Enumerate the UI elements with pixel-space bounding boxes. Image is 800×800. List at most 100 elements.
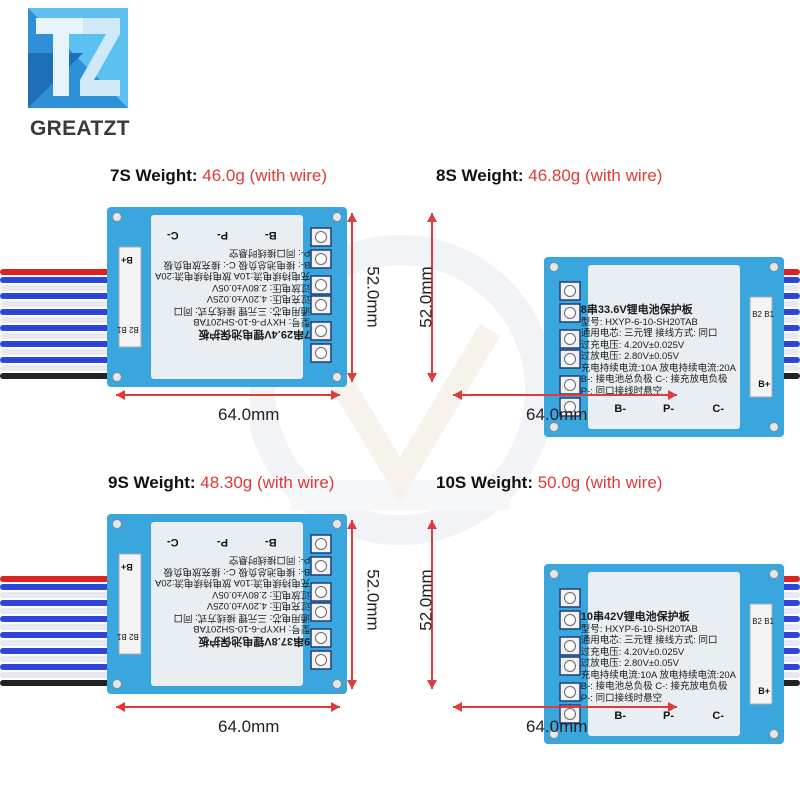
width-label: 64.0mm bbox=[526, 405, 588, 424]
balance-connector bbox=[749, 603, 773, 705]
wire bbox=[0, 608, 118, 614]
terminal-hole bbox=[564, 333, 576, 345]
wire bbox=[0, 293, 118, 299]
wire bbox=[0, 357, 118, 363]
wire bbox=[0, 317, 118, 323]
terminal-hole bbox=[564, 640, 576, 652]
spec-line: 过充电压: 4.20V±0.025V bbox=[206, 600, 311, 612]
spec-line: P-: 同口接线时悬空 bbox=[228, 554, 311, 566]
pad-label-b: B- bbox=[614, 710, 626, 722]
spec-line: 型号: HXYP-6-10-SH20TAB bbox=[193, 623, 311, 635]
spec-line: 通用电芯: 三元锂 接线方式: 同口 bbox=[173, 612, 311, 623]
terminal-hole bbox=[315, 538, 327, 550]
spec-line: 过放电压: 2.80V±0.05V bbox=[580, 351, 679, 362]
width-label: 64.0mm bbox=[218, 717, 280, 736]
spec-line: 型号: HXYP-6-10-SH20TAB bbox=[193, 316, 311, 328]
terminal-hole bbox=[564, 686, 576, 698]
mount-hole bbox=[332, 679, 342, 689]
width-label: 64.0mm bbox=[526, 717, 588, 736]
wire bbox=[0, 341, 118, 347]
spec-line: 型号: HXYP-6-10-SH20TAB bbox=[580, 623, 698, 635]
mount-hole bbox=[769, 262, 779, 272]
spec-label bbox=[151, 215, 303, 379]
wire bbox=[0, 664, 118, 670]
terminal-hole bbox=[564, 401, 576, 413]
connector-label-bplus: B+ bbox=[758, 379, 770, 389]
spec-line: 过放电压: 2.80V±0.05V bbox=[580, 658, 679, 669]
pad-label-p: P- bbox=[663, 403, 674, 415]
spec-line: 充电持续电流:10A 放电持续电流:20A bbox=[155, 577, 311, 589]
wire bbox=[0, 285, 118, 291]
spec-line: 过充电压: 4.20V±0.025V bbox=[580, 646, 685, 658]
mount-hole bbox=[112, 372, 122, 382]
wire bbox=[0, 373, 118, 379]
terminal-hole bbox=[315, 654, 327, 666]
pad-label-b: B- bbox=[614, 403, 626, 415]
pcb bbox=[107, 514, 347, 694]
wire bbox=[0, 656, 118, 662]
terminal-hole bbox=[315, 253, 327, 265]
terminal-hole bbox=[564, 353, 576, 365]
pad-label-c: C- bbox=[712, 710, 724, 722]
spec-line: 过放电压: 2.80V±0.05V bbox=[212, 282, 311, 293]
width-label: 64.0mm bbox=[218, 405, 280, 424]
wire bbox=[0, 672, 118, 678]
weight-label: 8S Weight: bbox=[436, 166, 524, 185]
greatzt-logo-icon bbox=[28, 8, 128, 108]
spec-line: B-: 接电池总负极 C-: 接充放电负极 bbox=[580, 681, 728, 692]
variant-title: 7S Weight: 46.0g (with wire) bbox=[110, 166, 327, 186]
wire bbox=[0, 624, 118, 630]
terminal-hole bbox=[564, 592, 576, 604]
terminal-hole bbox=[315, 325, 327, 337]
pcb bbox=[107, 207, 347, 387]
spec-line: B-: 接电池总负极 C-: 接充放电负极 bbox=[580, 374, 728, 385]
terminal-hole bbox=[564, 660, 576, 672]
mount-hole bbox=[332, 212, 342, 222]
spec-line: B-: 接电池总负极 C-: 接充放电负极 bbox=[163, 259, 311, 270]
pad-label-c: C- bbox=[167, 536, 179, 548]
wire bbox=[0, 584, 118, 590]
pcb bbox=[544, 257, 784, 437]
terminal-hole bbox=[315, 586, 327, 598]
pad-label-p: P- bbox=[217, 536, 228, 548]
weight-label: 10S Weight: bbox=[436, 473, 533, 492]
spec-line: 通用电芯: 三元锂 接线方式: 同口 bbox=[173, 305, 311, 316]
height-label: 52.0mm bbox=[416, 569, 436, 631]
height-label: 52.0mm bbox=[363, 266, 383, 328]
weight-value: 46.0g (with wire) bbox=[202, 166, 327, 185]
terminal-hole bbox=[315, 299, 327, 311]
spec-line: 充电持续电流:10A 放电持续电流:20A bbox=[155, 270, 311, 282]
terminal-hole bbox=[315, 279, 327, 291]
wire bbox=[0, 333, 118, 339]
pad-label-c: C- bbox=[167, 229, 179, 241]
balance-connector bbox=[118, 246, 142, 348]
pad-label-c: C- bbox=[712, 403, 724, 415]
spec-label bbox=[588, 265, 740, 429]
spec-label bbox=[151, 522, 303, 686]
terminal-hole bbox=[315, 231, 327, 243]
weight-value: 50.0g (with wire) bbox=[537, 473, 663, 492]
wire bbox=[0, 301, 118, 307]
mount-hole bbox=[332, 372, 342, 382]
wire bbox=[0, 680, 118, 686]
terminal-hole bbox=[315, 347, 327, 359]
pad-label-b: B- bbox=[265, 229, 277, 241]
connector-label-bplus: B+ bbox=[758, 686, 770, 696]
wire bbox=[0, 309, 118, 315]
wire bbox=[0, 325, 118, 331]
balance-connector bbox=[118, 553, 142, 655]
wire bbox=[0, 632, 118, 638]
spec-line: 型号: HXYP-6-10-SH20TAB bbox=[580, 316, 698, 328]
pad-label-p: P- bbox=[663, 710, 674, 722]
mount-hole bbox=[549, 422, 559, 432]
spec-line: 8串33.6V锂电池保护板 bbox=[580, 304, 693, 316]
variant-title: 9S Weight: 48.30g (with wire) bbox=[108, 473, 334, 493]
height-label: 52.0mm bbox=[416, 266, 436, 328]
variant-title: 8S Weight: 46.80g (with wire) bbox=[436, 166, 662, 186]
wire bbox=[0, 365, 118, 371]
spec-label bbox=[588, 572, 740, 736]
